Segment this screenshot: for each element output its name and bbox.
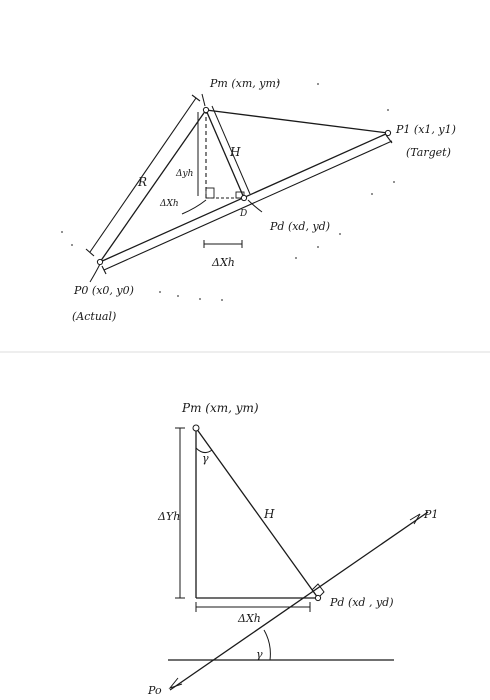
label-dx-inner: ΔXh <box>159 199 179 209</box>
dx-arrow <box>181 199 207 215</box>
bottom-diagram: Pm (xm, ym) H ΔYh ΔXh Pd (xd , yd) P1 Po… <box>147 401 438 697</box>
top-diagram: Pm (xm, ym) P1 (x1, y1) (Target) P0 (x0,… <box>61 77 456 323</box>
label-p1: P1 (x1, y1) <box>395 123 456 136</box>
h-perpendicular <box>205 109 245 199</box>
label-dy: ΔYh <box>157 510 180 523</box>
scatter-dots <box>61 81 395 301</box>
point-pm <box>202 106 210 114</box>
path-p0-p1-parallel <box>103 140 393 271</box>
label-actual: (Actual) <box>72 310 116 323</box>
point-p1 <box>384 129 392 137</box>
point-pd <box>240 194 248 202</box>
h-dimension-line <box>211 105 251 195</box>
path-end-tick-right <box>385 134 393 144</box>
pm-arrow <box>201 93 206 107</box>
pd-arrow <box>247 199 263 213</box>
label-dy: Δyh <box>175 169 193 179</box>
label-dx-bottom: ΔXh <box>211 256 235 269</box>
gamma-arc-bottom <box>263 629 271 661</box>
point-pm <box>192 424 200 432</box>
label-dx: ΔXh <box>237 612 261 625</box>
r-dimension-line <box>89 97 197 253</box>
label-r: R <box>137 175 147 189</box>
label-p0: Po <box>147 684 162 697</box>
label-pd: Pd (xd , yd) <box>329 596 394 609</box>
arrow-p1 <box>409 513 421 525</box>
label-h: H <box>263 507 275 521</box>
label-pm: Pm (xm, ym) <box>181 401 259 415</box>
label-target: (Target) <box>406 146 451 159</box>
label-pd: Pd (xd, yd) <box>269 220 330 233</box>
label-pm: Pm (xm, ym) <box>209 77 280 90</box>
p0-arrow <box>89 263 101 283</box>
label-p0: P0 (x0, y0) <box>73 284 134 297</box>
label-h: H <box>229 145 241 159</box>
point-p0 <box>96 258 104 266</box>
point-pd <box>314 594 322 602</box>
label-p1: P1 <box>423 508 438 521</box>
r-dimension-tick-top <box>191 94 201 102</box>
corner-marker <box>205 187 215 199</box>
side-pm-p1 <box>205 109 389 134</box>
right-angle-marker <box>311 583 325 599</box>
gamma-arc-top <box>195 447 213 454</box>
r-dimension-tick-bottom <box>85 248 95 257</box>
side-p0-pm <box>99 109 207 263</box>
label-gamma-bottom: γ <box>256 648 263 661</box>
label-gamma-top: γ <box>202 452 209 465</box>
hypotenuse-h <box>195 427 319 599</box>
label-d: D <box>239 209 247 219</box>
arrow-p0 <box>168 677 183 690</box>
path-end-tick-left <box>101 265 107 275</box>
